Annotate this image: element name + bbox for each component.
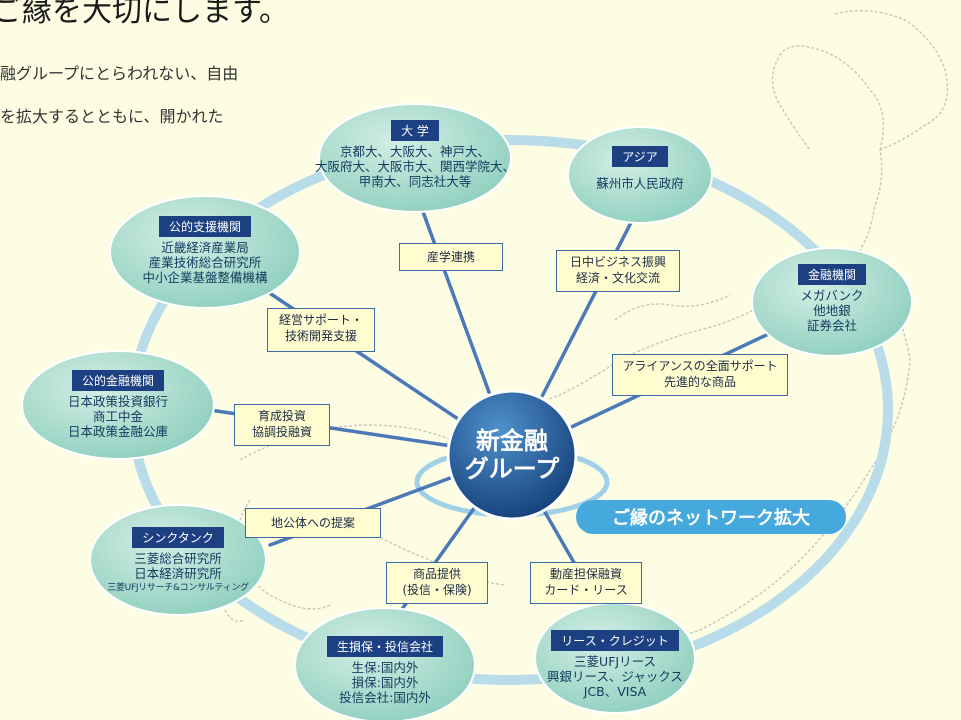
- link-label-products: 商品提供 (投信・保険): [386, 562, 488, 604]
- node-thinktank: シンクタンク 三菱総合研究所 日本経済研究所 三菱UFJリサーチ&コンサルティン…: [90, 527, 266, 596]
- node-line: 甲南大、同志社大等: [358, 174, 472, 189]
- node-public-finance: 公的金融機関 日本政策投資銀行 商工中金 日本政策金融公庫: [22, 370, 214, 439]
- node-line: 証券会社: [806, 318, 857, 333]
- node-line: 他地銀: [813, 303, 851, 318]
- node-university-bubble: [318, 103, 512, 213]
- node-line: 日本政策金融公庫: [67, 424, 168, 439]
- link-line: カード・リース: [544, 583, 628, 597]
- node-header: 金融機関: [797, 264, 866, 285]
- node-public-support-bubble: [109, 195, 301, 309]
- link-label-management: 経営サポート・ 技術開発支援: [267, 308, 375, 352]
- node-header: 生損保・投信会社: [326, 636, 443, 657]
- center-line-1: 新金融: [476, 427, 548, 455]
- node-line: 三菱UFJリース: [574, 654, 656, 669]
- link-label-collateral: 動産担保融資 カード・リース: [530, 562, 642, 604]
- node-line: 蘇州市人民政府: [596, 176, 684, 191]
- page-heading: ご縁を大切にします。: [0, 0, 289, 29]
- node-line: 生保:国内外: [351, 660, 419, 675]
- node-header: 公的支援機関: [158, 216, 251, 237]
- node-header: リース・クレジット: [551, 630, 679, 651]
- node-header: 公的金融機関: [71, 370, 164, 391]
- link-line: 先進的な商品: [663, 375, 736, 389]
- link-line: 商品提供: [412, 567, 461, 581]
- node-finance: 金融機関 メガバンク 他地銀 証券会社: [752, 264, 912, 333]
- link-line: アライアンスの全面サポート: [622, 359, 778, 373]
- node-line: 産業技術総合研究所: [148, 255, 262, 270]
- node-line: 損保:国内外: [351, 675, 419, 690]
- link-line: 日中ビジネス振興: [569, 255, 666, 269]
- link-label-alliance: アライアンスの全面サポート 先進的な商品: [612, 354, 788, 396]
- link-line: 技術開発支援: [284, 329, 357, 343]
- link-label-municipal: 地公体への提案: [245, 508, 381, 538]
- node-header: アジア: [612, 146, 668, 167]
- link-label-academia: 産学連携: [399, 243, 503, 271]
- link-line: 協調投融資: [251, 425, 312, 439]
- node-header: 大 学: [391, 120, 439, 141]
- node-line: 三菱総合研究所: [134, 551, 222, 566]
- intro-line-2: を拡大するとともに、開かれた: [0, 107, 224, 126]
- link-line: 産学連携: [426, 250, 475, 264]
- intro-line-1: 融グループにとらわれない、自由: [0, 64, 239, 83]
- node-lease: リース・クレジット 三菱UFJリース 興銀リース、ジャックス JCB、VISA: [535, 630, 695, 699]
- link-label-investment: 育成投資 協調投融資: [234, 404, 330, 446]
- node-line: メガバンク: [800, 288, 864, 303]
- node-line: 中小企業基盤整備機構: [142, 270, 268, 285]
- node-finance-bubble: [751, 247, 913, 357]
- link-line: 地公体への提案: [270, 516, 355, 530]
- node-insurance: 生損保・投信会社 生保:国内外 損保:国内外 投信会社:国内外: [295, 636, 475, 705]
- link-line: 育成投資: [257, 409, 306, 423]
- center-label: 新金融 グループ: [462, 427, 562, 483]
- node-line: 商工中金: [92, 409, 143, 424]
- node-public-finance-bubble: [21, 350, 215, 460]
- node-university: 大 学 京都大、大阪大、神戸大、 大阪府大、大阪市大、関西学院大、 甲南大、同志…: [315, 120, 515, 189]
- node-line: 投信会社:国内外: [339, 690, 431, 705]
- node-line: 三菱UFJリサーチ&コンサルティング: [107, 583, 249, 593]
- node-line: 近畿経済産業局: [161, 240, 249, 255]
- center-line-2: グループ: [464, 455, 560, 483]
- node-line: 日本経済研究所: [134, 566, 222, 581]
- node-line: 日本政策投資銀行: [67, 394, 168, 409]
- link-line: 動産担保融資: [549, 567, 622, 581]
- center-circle: [446, 389, 578, 521]
- node-asia: アジア 蘇州市人民政府: [568, 146, 712, 191]
- node-public-support: 公的支援機関 近畿経済産業局 産業技術総合研究所 中小企業基盤整備機構: [110, 216, 300, 285]
- node-asia-bubble: [567, 126, 713, 224]
- link-line: (投信・保険): [402, 583, 472, 597]
- node-line: 興銀リース、ジャックス: [547, 669, 683, 684]
- node-header: シンクタンク: [132, 527, 224, 548]
- link-label-china: 日中ビジネス振興 経済・文化交流: [556, 250, 680, 292]
- link-line: 経営サポート・: [278, 313, 363, 327]
- node-line: 大阪府大、大阪市大、関西学院大、: [315, 159, 516, 174]
- network-expansion-tag: ご縁のネットワーク拡大: [576, 500, 846, 534]
- node-line: JCB、VISA: [583, 684, 647, 699]
- link-line: 経済・文化交流: [575, 271, 660, 285]
- node-line: 京都大、大阪大、神戸大、: [339, 144, 490, 159]
